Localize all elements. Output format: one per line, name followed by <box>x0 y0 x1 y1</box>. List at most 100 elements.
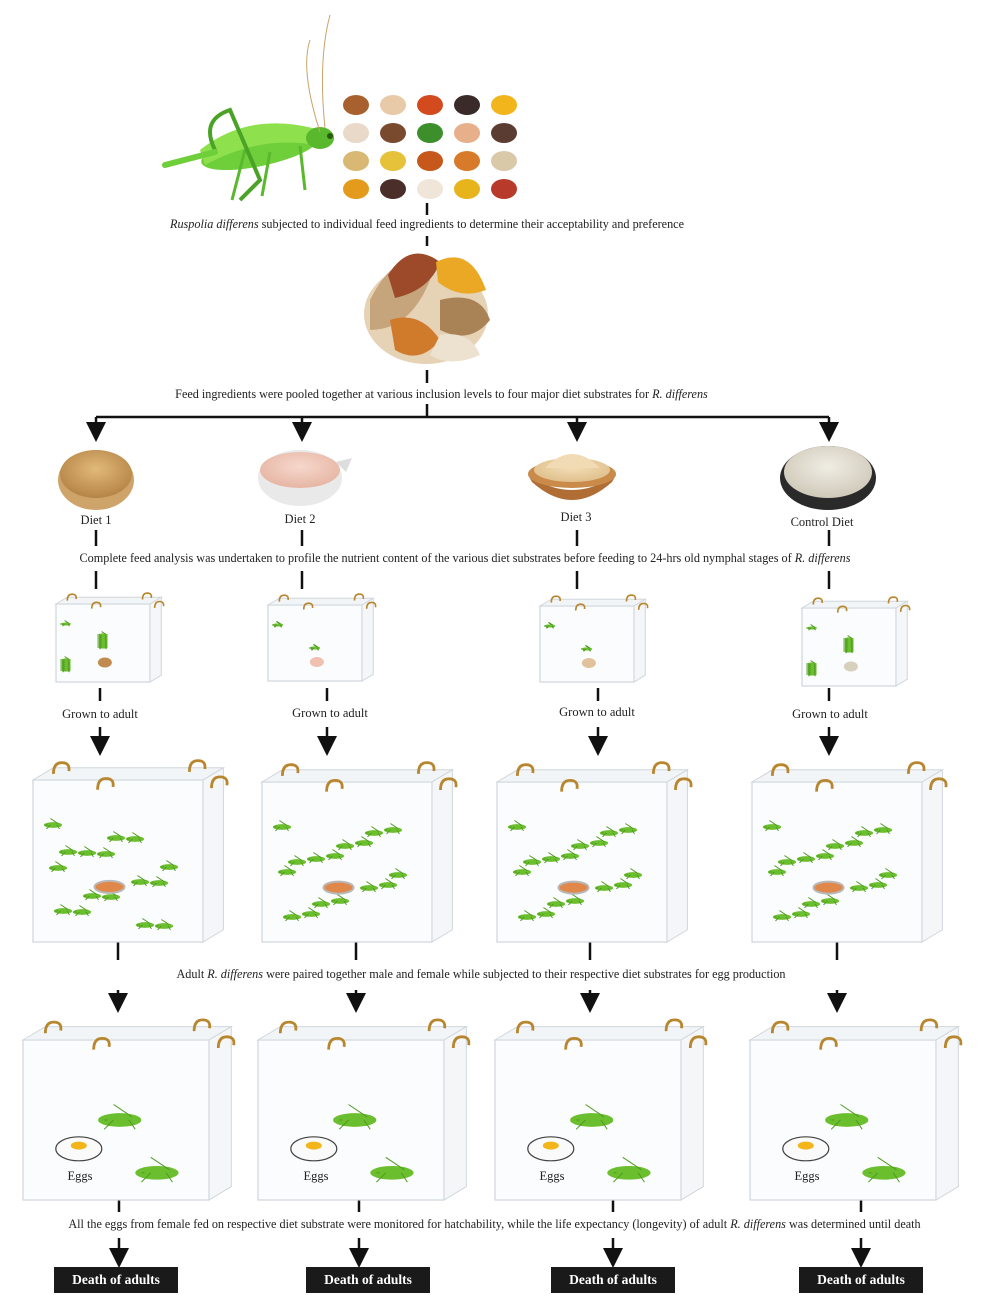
hook-icon <box>560 778 579 792</box>
eggs-label-1: Eggs <box>67 1169 93 1183</box>
cage-side <box>208 1025 232 1201</box>
cage-side <box>443 1025 467 1201</box>
hook-icon <box>664 1018 684 1032</box>
cage-top <box>495 769 690 783</box>
diet-dish <box>843 661 858 672</box>
cage-top <box>538 598 648 607</box>
cage-side <box>895 600 908 687</box>
cage-top <box>54 596 164 605</box>
hook-icon <box>515 1020 535 1034</box>
cage <box>493 1018 708 1201</box>
diet1-bowl <box>58 450 134 510</box>
grown-label-2: Grown to adult <box>292 706 368 720</box>
hook-icon <box>43 1020 63 1034</box>
hook-icon <box>210 775 229 789</box>
ingredient-pile <box>454 151 480 171</box>
cage-side <box>361 597 374 682</box>
hook-icon <box>516 763 535 776</box>
diet-dish <box>581 658 596 668</box>
diet-dish <box>322 880 355 895</box>
death-box-1: Death of adults <box>54 1267 178 1293</box>
cage <box>21 1018 236 1201</box>
eggs-label-3: Eggs <box>539 1169 565 1183</box>
hook-icon <box>812 597 823 605</box>
hook-icon <box>836 605 848 613</box>
hook-icon <box>688 1035 708 1049</box>
cage-top <box>493 1026 706 1041</box>
hook-icon <box>66 593 77 601</box>
cricket-icon <box>370 1165 414 1180</box>
grown-label-3: Grown to adult <box>559 705 635 719</box>
cage-side <box>149 596 162 683</box>
cage-side <box>202 766 224 943</box>
hook-icon <box>96 777 115 790</box>
pooled-feed-pile <box>364 253 490 364</box>
cage-top <box>750 769 945 783</box>
cage <box>495 761 693 943</box>
cage-illustrations <box>21 592 963 1201</box>
hook-icon <box>92 1036 111 1050</box>
hook-icon <box>365 601 377 609</box>
cage-top <box>256 1026 469 1041</box>
hook-icon <box>90 601 102 609</box>
death-box-3: Death of adults <box>551 1267 675 1293</box>
cage-top <box>31 767 226 781</box>
step1-caption: Ruspolia differens subjected to individu… <box>170 217 684 231</box>
diet1-label: Diet 1 <box>80 513 112 527</box>
hook-icon <box>302 602 314 610</box>
cage <box>260 761 458 943</box>
cricket-icon <box>570 1113 614 1127</box>
cricket-icon <box>825 1113 869 1127</box>
ingredient-pile <box>343 123 369 143</box>
diet-dish <box>97 657 112 668</box>
hook-icon <box>153 600 165 608</box>
hook-icon <box>192 1018 212 1032</box>
cricket-icon <box>98 1113 142 1127</box>
cage-top <box>748 1026 961 1041</box>
hook-icon <box>819 1036 838 1050</box>
hook-icon <box>281 763 300 776</box>
hook-icon <box>919 1018 939 1032</box>
grown-label-4: Grown to adult <box>792 707 868 721</box>
hook-icon <box>427 1018 447 1032</box>
cage-front <box>267 604 363 682</box>
cage-top <box>21 1026 234 1041</box>
cricket-illustration <box>162 14 334 202</box>
eggs-label-2: Eggs <box>303 1169 329 1183</box>
hook-icon <box>141 592 153 600</box>
ingredient-pile <box>491 151 517 171</box>
control-diet-bowl <box>780 446 876 510</box>
hook-icon <box>899 604 911 612</box>
cage-side <box>666 768 688 943</box>
diet3-label: Diet 3 <box>560 510 592 524</box>
cage <box>800 596 911 687</box>
eggs-icon <box>797 1141 814 1150</box>
cage-side <box>935 1025 959 1201</box>
cage-top <box>800 600 910 609</box>
diet-dish <box>93 879 126 894</box>
cage-side <box>431 768 453 943</box>
monitoring-caption: All the eggs from female fed on respecti… <box>68 1217 921 1231</box>
hook-icon <box>674 777 693 791</box>
hook-icon <box>564 1036 583 1050</box>
hook-icon <box>771 763 790 776</box>
hook-icon <box>770 1020 790 1034</box>
diet-dish <box>309 657 324 667</box>
pairing-caption: Adult R. differens were paired together … <box>176 967 786 981</box>
step2-caption: Feed ingredients were pooled together at… <box>175 387 708 401</box>
cricket-icon <box>135 1165 179 1180</box>
cage-top <box>260 769 455 783</box>
cage-side <box>921 768 943 943</box>
cage <box>538 594 649 683</box>
ingredient-pile <box>380 179 406 199</box>
control-diet-label: Control Diet <box>790 515 854 529</box>
hook-icon <box>327 1036 346 1050</box>
hook-icon <box>815 778 834 792</box>
cage <box>266 593 377 682</box>
ingredient-pile <box>454 123 480 143</box>
ingredient-pile <box>380 123 406 143</box>
ingredient-pile <box>417 123 443 143</box>
ingredient-pile <box>380 151 406 171</box>
